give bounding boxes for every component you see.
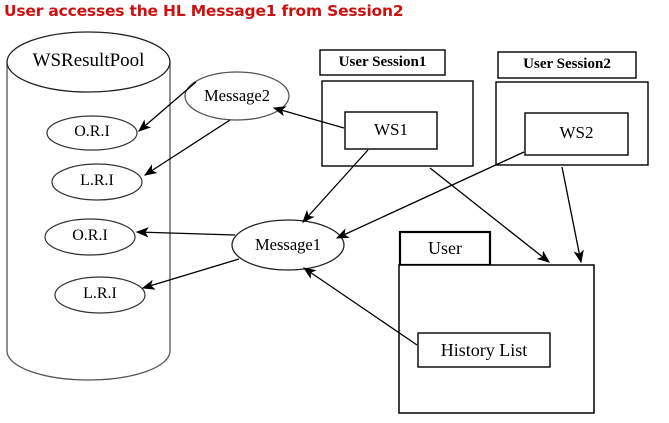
edge-ws2-to-message1[interactable] [335, 151, 525, 239]
edge-historylist-to-message1[interactable] [302, 267, 418, 346]
message2-hit[interactable] [185, 72, 290, 120]
connections [135, 81, 584, 346]
edge-message1-to-lri2[interactable] [141, 258, 240, 290]
edge-session1-to-message1[interactable] [302, 149, 369, 223]
edge-ws1-to-user[interactable] [429, 167, 551, 263]
record-lri-2[interactable] [54, 276, 146, 314]
record-ori-1[interactable] [46, 115, 138, 151]
ws2-box[interactable] [524, 112, 629, 156]
edge-message1-to-ori2[interactable] [135, 227, 236, 238]
message1-hit[interactable] [232, 220, 345, 270]
record-lri-1[interactable] [51, 163, 143, 201]
history-list-box[interactable] [417, 332, 551, 368]
record-ori-2[interactable] [44, 218, 136, 256]
message1-node[interactable] [231, 219, 345, 271]
edge-ws1-to-message2[interactable] [272, 106, 345, 129]
package-hit-user[interactable] [399, 232, 594, 413]
edge-message2-to-ori1[interactable] [138, 81, 197, 132]
ws1-box[interactable] [344, 111, 438, 150]
datastore-hit-wsresultpool[interactable] [7, 32, 171, 380]
package-hit-user-session1[interactable] [320, 50, 473, 166]
message2-node[interactable] [184, 71, 290, 121]
edge-session2-to-user[interactable] [561, 166, 584, 264]
page-title: User accesses the HL Message1 from Sessi… [4, 2, 404, 20]
package-hit-user-session2[interactable] [496, 52, 648, 165]
edge-message2-to-lri1[interactable] [143, 119, 231, 176]
